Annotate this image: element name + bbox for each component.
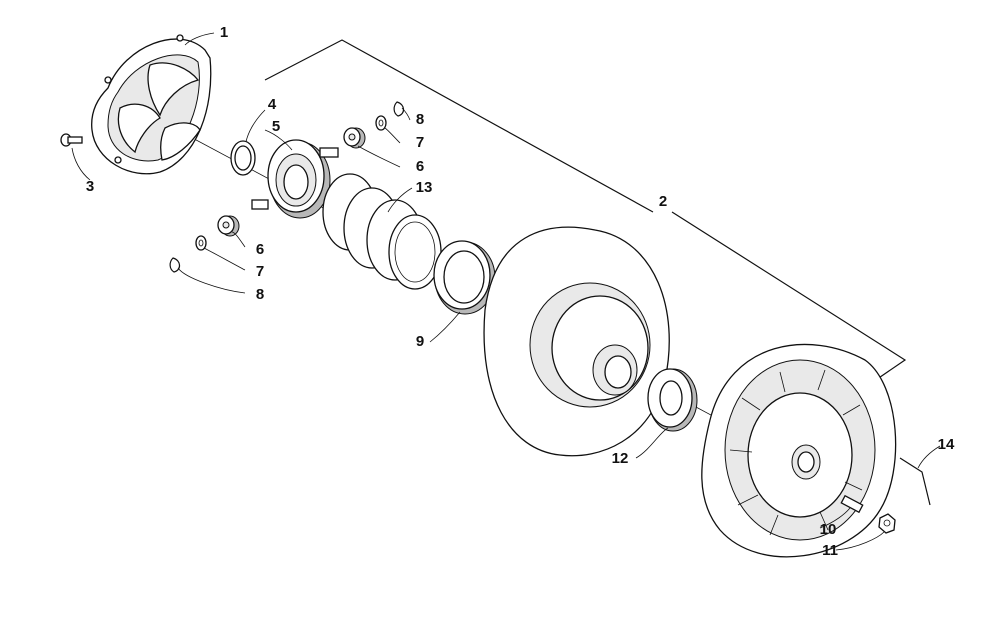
label-12: 12 <box>612 450 629 467</box>
label-7-lower: 7 <box>256 263 264 280</box>
part-8-clip-upper <box>393 101 405 117</box>
part-9-seal <box>433 240 496 315</box>
label-11: 11 <box>822 542 838 559</box>
label-4: 4 <box>268 96 277 113</box>
part-10-pin <box>840 494 864 514</box>
part-11-nut <box>878 513 896 534</box>
label-13: 13 <box>416 179 433 196</box>
label-10: 10 <box>820 521 837 538</box>
part-14-hex-key <box>899 457 931 506</box>
leader-lines <box>71 32 941 551</box>
label-1: 1 <box>220 24 228 41</box>
part-6-roller-upper <box>343 127 366 149</box>
part-6-roller-lower <box>217 215 240 237</box>
part-7-washer-lower <box>195 235 207 251</box>
label-5: 5 <box>272 118 280 135</box>
part-13-spring <box>322 173 442 290</box>
label-6-lower: 6 <box>256 241 264 258</box>
part-1-cover <box>91 34 212 175</box>
label-3: 3 <box>86 178 94 195</box>
part-12-washer <box>647 368 698 432</box>
label-9: 9 <box>416 333 424 350</box>
part-7-washer-upper <box>375 115 387 131</box>
label-8-lower: 8 <box>256 286 264 303</box>
label-6-upper: 6 <box>416 158 424 175</box>
part-4-snap-ring <box>230 140 256 176</box>
part-2-movable-sheave <box>483 226 670 457</box>
label-7-upper: 7 <box>416 134 424 151</box>
part-3-screw <box>60 133 83 147</box>
label-14: 14 <box>938 436 955 453</box>
part-5-hub <box>251 139 339 219</box>
label-2: 2 <box>659 193 667 210</box>
callout-labels: 1 2 3 4 5 6 6 7 7 8 8 9 10 11 12 13 14 <box>86 24 955 559</box>
part-outer-sheave <box>701 343 897 558</box>
part-8-clip-lower <box>169 257 181 273</box>
label-8-upper: 8 <box>416 111 424 128</box>
